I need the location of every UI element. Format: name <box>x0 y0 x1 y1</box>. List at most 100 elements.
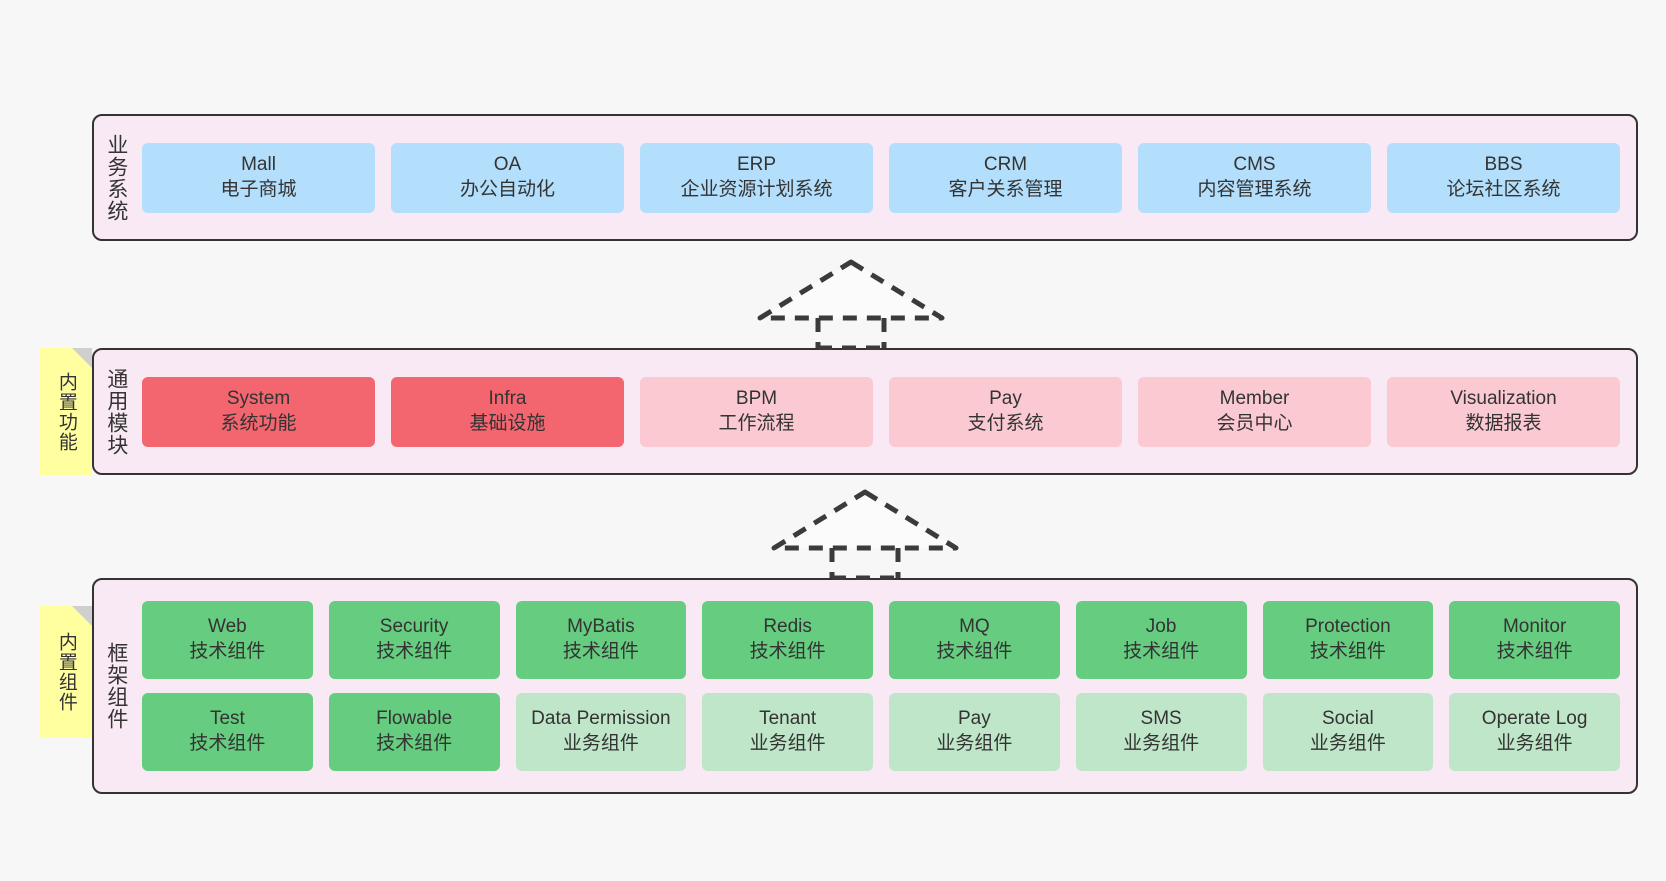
card-pay-module[interactable]: Pay 支付系统 <box>889 376 1122 447</box>
business-card-row: Mall 电子商城 OA 办公自动化 ERP 企业资源计划系统 CRM 客户关系… <box>142 142 1620 213</box>
card-pay-component-en: Pay <box>958 708 991 730</box>
card-system-cn: 系统功能 <box>220 412 297 434</box>
card-cms-cn: 内容管理系统 <box>1197 178 1312 200</box>
card-tenant-en: Tenant <box>759 708 817 730</box>
card-crm-en: CRM <box>983 153 1028 175</box>
card-data-permission-cn: 业务组件 <box>562 733 639 754</box>
card-data-permission[interactable]: Data Permission 业务组件 <box>515 693 687 771</box>
card-oa-cn: 办公自动化 <box>459 178 555 200</box>
card-flowable-cn: 技术组件 <box>376 733 453 754</box>
card-mq-en: MQ <box>959 616 990 638</box>
layer-framework-components[interactable]: 框架组件 Web 技术组件 Security 技术组件 MyBatis 技术组件… <box>92 578 1638 794</box>
card-mybatis-cn: 技术组件 <box>562 641 639 662</box>
card-operate-log[interactable]: Operate Log 业务组件 <box>1449 693 1620 771</box>
note-builtin-components: 内置组件 <box>40 606 92 738</box>
layer-modules-title: 通用模块 <box>104 367 128 456</box>
connector-build-arrow <box>757 259 945 350</box>
card-test-cn: 技术组件 <box>189 733 266 754</box>
card-protection[interactable]: Protection 技术组件 <box>1262 601 1434 679</box>
card-pay-component-cn: 业务组件 <box>936 733 1013 754</box>
card-web-en: Web <box>208 616 247 638</box>
card-member-en: Member <box>1219 387 1290 409</box>
card-pay-module-cn: 支付系统 <box>967 412 1044 434</box>
card-crm-cn: 客户关系管理 <box>948 178 1063 200</box>
card-monitor[interactable]: Monitor 技术组件 <box>1449 601 1620 679</box>
modules-card-row: System 系统功能 Infra 基础设施 BPM 工作流程 Pay 支付系统… <box>142 376 1620 447</box>
card-security[interactable]: Security 技术组件 <box>328 601 500 679</box>
card-security-cn: 技术组件 <box>376 641 453 662</box>
card-pay-module-en: Pay <box>989 387 1022 409</box>
note-builtin-functions: 内置功能 <box>40 348 92 475</box>
card-mall-cn: 电子商城 <box>220 178 297 200</box>
card-job-en: Job <box>1145 616 1177 638</box>
card-visualization-cn: 数据报表 <box>1465 412 1542 434</box>
layer-framework-body: Web 技术组件 Security 技术组件 MyBatis 技术组件 Redi… <box>138 580 1636 792</box>
card-cms-en: CMS <box>1233 153 1276 175</box>
card-cms[interactable]: CMS 内容管理系统 <box>1138 142 1371 213</box>
card-test[interactable]: Test 技术组件 <box>142 693 313 771</box>
layer-business-title: 业务系统 <box>104 133 128 222</box>
card-infra-cn: 基础设施 <box>469 412 546 434</box>
card-mq[interactable]: MQ 技术组件 <box>889 601 1060 679</box>
card-visualization[interactable]: Visualization 数据报表 <box>1387 376 1620 447</box>
card-tenant-cn: 业务组件 <box>749 733 826 754</box>
card-flowable[interactable]: Flowable 技术组件 <box>328 693 500 771</box>
framework-tech-row: Web 技术组件 Security 技术组件 MyBatis 技术组件 Redi… <box>142 601 1620 679</box>
card-bbs-en: BBS <box>1484 153 1523 175</box>
card-mq-cn: 技术组件 <box>936 641 1013 662</box>
layer-common-modules[interactable]: 通用模块 System 系统功能 Infra 基础设施 BPM 工作流程 Pay… <box>92 348 1638 475</box>
card-bpm-en: BPM <box>735 387 778 409</box>
card-erp-en: ERP <box>736 153 777 175</box>
card-mall[interactable]: Mall 电子商城 <box>142 142 375 213</box>
card-job[interactable]: Job 技术组件 <box>1075 601 1247 679</box>
card-web[interactable]: Web 技术组件 <box>142 601 313 679</box>
layer-business-systems[interactable]: 业务系统 Mall 电子商城 OA 办公自动化 ERP 企业资源计划系统 CRM… <box>92 114 1638 241</box>
card-monitor-en: Monitor <box>1502 616 1567 638</box>
card-social-cn: 业务组件 <box>1309 733 1386 754</box>
card-erp[interactable]: ERP 企业资源计划系统 <box>640 142 873 213</box>
card-system-en: System <box>226 387 291 409</box>
card-sms-en: SMS <box>1140 708 1182 730</box>
framework-business-row: Test 技术组件 Flowable 技术组件 Data Permission … <box>142 693 1620 771</box>
card-job-cn: 技术组件 <box>1123 641 1200 662</box>
layer-framework-title: 框架组件 <box>104 642 128 730</box>
card-oa[interactable]: OA 办公自动化 <box>391 142 624 213</box>
layer-business-body: Mall 电子商城 OA 办公自动化 ERP 企业资源计划系统 CRM 客户关系… <box>138 116 1636 239</box>
card-oa-en: OA <box>493 153 522 175</box>
card-mybatis[interactable]: MyBatis 技术组件 <box>515 601 687 679</box>
card-system[interactable]: System 系统功能 <box>142 376 375 447</box>
card-bbs-cn: 论坛社区系统 <box>1446 178 1561 200</box>
card-member[interactable]: Member 会员中心 <box>1138 376 1371 447</box>
card-redis-cn: 技术组件 <box>749 641 826 662</box>
card-web-cn: 技术组件 <box>189 641 266 662</box>
card-flowable-en: Flowable <box>376 708 453 730</box>
card-sms-cn: 业务组件 <box>1123 733 1200 754</box>
card-social-en: Social <box>1322 708 1374 730</box>
card-operate-log-cn: 业务组件 <box>1496 733 1573 754</box>
card-protection-en: Protection <box>1305 616 1391 638</box>
card-bpm-cn: 工作流程 <box>718 412 795 434</box>
card-mall-en: Mall <box>241 153 276 175</box>
card-data-permission-en: Data Permission <box>531 708 671 730</box>
card-social[interactable]: Social 业务组件 <box>1262 693 1434 771</box>
card-erp-cn: 企业资源计划系统 <box>680 178 833 200</box>
card-mybatis-en: MyBatis <box>567 616 635 638</box>
card-bpm[interactable]: BPM 工作流程 <box>640 376 873 447</box>
card-sms[interactable]: SMS 业务组件 <box>1075 693 1247 771</box>
card-bbs[interactable]: BBS 论坛社区系统 <box>1387 142 1620 213</box>
card-infra[interactable]: Infra 基础设施 <box>391 376 624 447</box>
card-redis[interactable]: Redis 技术组件 <box>702 601 873 679</box>
card-member-cn: 会员中心 <box>1216 412 1293 434</box>
card-monitor-cn: 技术组件 <box>1496 641 1573 662</box>
card-tenant[interactable]: Tenant 业务组件 <box>702 693 873 771</box>
connector-implement-arrow <box>771 489 959 580</box>
card-redis-en: Redis <box>763 616 812 638</box>
card-infra-en: Infra <box>488 387 527 409</box>
layer-modules-body: System 系统功能 Infra 基础设施 BPM 工作流程 Pay 支付系统… <box>138 350 1636 473</box>
card-security-en: Security <box>379 616 449 638</box>
card-operate-log-en: Operate Log <box>1481 708 1588 730</box>
card-protection-cn: 技术组件 <box>1309 641 1386 662</box>
card-crm[interactable]: CRM 客户关系管理 <box>889 142 1122 213</box>
card-visualization-en: Visualization <box>1450 387 1557 409</box>
card-pay-component[interactable]: Pay 业务组件 <box>889 693 1060 771</box>
